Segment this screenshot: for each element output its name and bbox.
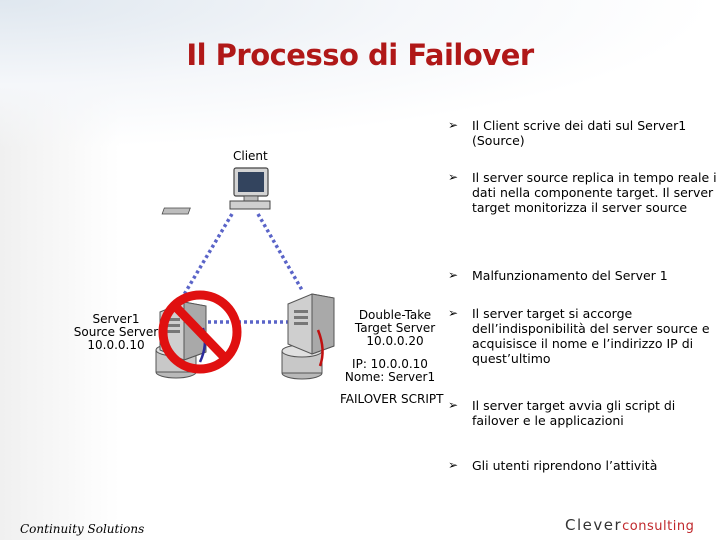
server1-label: Server1 Source Server 10.0.0.10	[72, 313, 160, 352]
takeover-ip: IP: 10.0.0.10	[352, 357, 428, 371]
server2-product: Double-Take	[358, 308, 432, 322]
server1-name: Server1	[92, 312, 140, 326]
failure-forbidden-icon	[158, 290, 242, 374]
server1-ip: 10.0.0.10	[87, 338, 145, 352]
arrowhead-bullet-icon: ➢	[448, 170, 459, 184]
link-client-server1	[180, 213, 234, 299]
brand-logo: Cleverconsulting	[565, 516, 694, 534]
server2-label: Double-Take Target Server 10.0.0.20	[340, 309, 450, 348]
footer-tagline: Continuity Solutions	[20, 522, 145, 536]
bullet-item: ➢ Il server source replica in tempo real…	[448, 170, 717, 215]
page-title: Il Processo di Failover	[186, 38, 534, 72]
arrowhead-bullet-icon: ➢	[448, 458, 459, 472]
brand-main: Clever	[565, 516, 623, 534]
server2-takeover-label: IP: 10.0.0.10 Nome: Server1	[335, 358, 445, 384]
bullet-item: ➢ Il Client scrive dei dati sul Server1 …	[448, 118, 687, 148]
arrowhead-bullet-icon: ➢	[448, 118, 459, 132]
server2-ip: 10.0.0.20	[366, 334, 424, 348]
bullet-item: ➢ Il server target si accorge dell’indis…	[448, 306, 710, 366]
background-top	[0, 0, 720, 150]
bullet-item: ➢ Malfunzionamento del Server 1	[448, 268, 668, 283]
server1-role: Source Server	[73, 325, 159, 339]
server2-role: Target Server	[354, 321, 436, 335]
arrowhead-bullet-icon: ➢	[448, 398, 459, 412]
server2-tower-icon	[281, 293, 335, 380]
bullet-item: ➢ Gli utenti riprendono l’attività	[448, 458, 658, 473]
network-links	[180, 213, 304, 324]
client-computer-icon	[161, 167, 271, 215]
link-client-server2	[256, 213, 304, 291]
brand-accent: consulting	[622, 519, 695, 534]
client-label: Client	[233, 149, 268, 163]
arrowhead-bullet-icon: ➢	[448, 306, 459, 320]
arrowhead-bullet-icon: ➢	[448, 268, 459, 282]
takeover-name: Nome: Server1	[344, 370, 436, 384]
bullet-item: ➢ Il server target avvia gli script di f…	[448, 398, 676, 428]
failover-script-label: FAILOVER SCRIPT	[340, 392, 444, 406]
